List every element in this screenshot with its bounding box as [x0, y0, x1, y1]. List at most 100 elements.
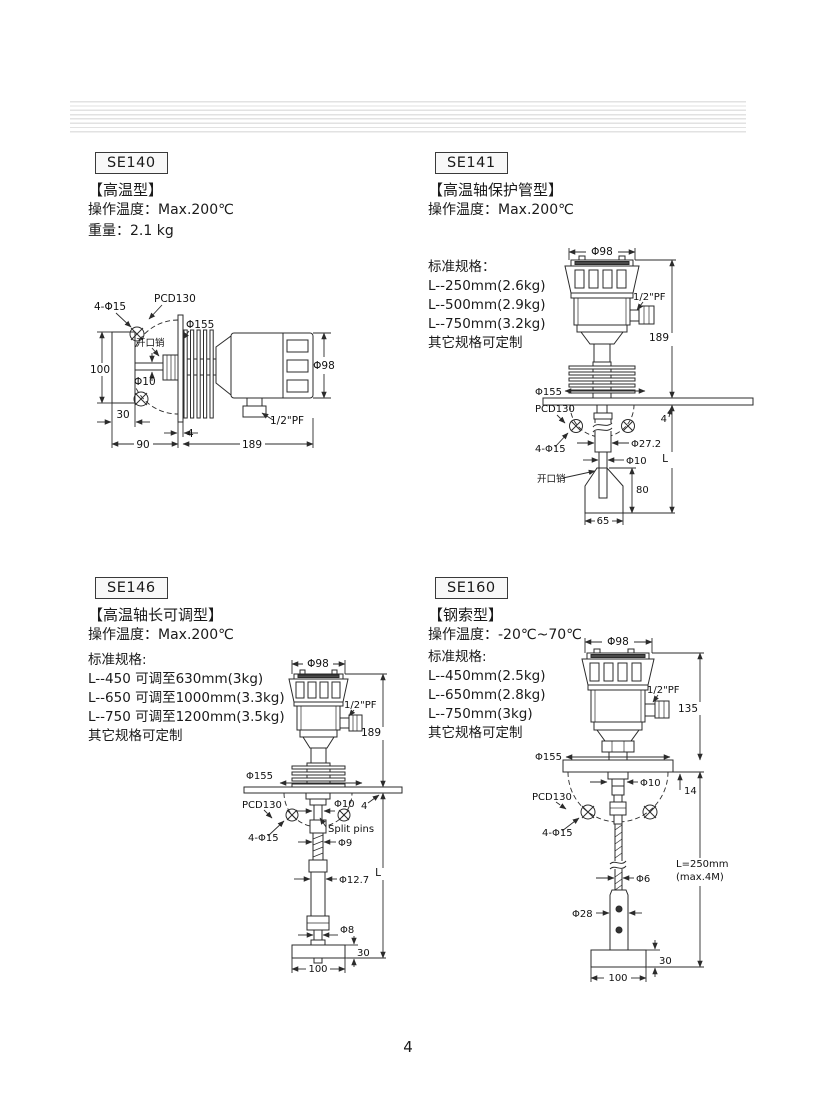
dim-label: Φ10: [640, 778, 661, 789]
dim-label: 4: [661, 414, 667, 425]
dim-shaft-dia: Φ10: [296, 799, 355, 814]
dim-conduit: 1/2"PF: [647, 685, 680, 703]
dim-label: 4: [361, 801, 367, 812]
dim-weight-dia: Φ28: [572, 909, 642, 920]
dim-label: 4: [187, 428, 194, 440]
dim-shaft-dia: Φ10: [583, 456, 647, 467]
dim-paddle-width: 100: [291, 958, 346, 975]
dim-label: Φ10: [334, 799, 355, 810]
dim-label: Φ155: [246, 771, 273, 782]
dim-label: Φ12.7: [339, 875, 369, 886]
dim-label: Φ6: [636, 874, 650, 885]
dim-label: Φ98: [591, 246, 613, 258]
dim-label: 开口销: [136, 337, 165, 349]
dim-label: 4-Φ15: [94, 301, 126, 313]
paddle: [111, 331, 136, 404]
dim-label: Split pins: [328, 824, 374, 835]
dim-body-length: 135: [652, 652, 704, 761]
dim-label: L: [375, 867, 381, 879]
dim-label: L: [662, 453, 668, 465]
model-badge-se146: SE146: [95, 577, 168, 599]
dim-label: 30: [116, 409, 129, 421]
se160-drawing: Φ98 1/2"PF: [532, 634, 729, 984]
model-badge-se141: SE141: [435, 152, 508, 174]
dim-paddle-width: 65: [584, 513, 624, 527]
bolt-hole-symbol: [129, 326, 149, 407]
dim-split-pin: 开口销: [537, 469, 596, 485]
spec-line: L--750mm(3.2kg): [428, 316, 546, 332]
se146-drawing: Φ98 1/2"PF 189: [242, 656, 403, 975]
dim-housing-dia: Φ98: [313, 332, 335, 399]
header-stripes: [70, 101, 746, 134]
type-label-se140: 【高温型】: [88, 181, 164, 199]
se140-drawing: 4-Φ15 PCD130 Φ155 开口销 Φ10 100: [90, 293, 335, 451]
cable-gland: [242, 397, 267, 418]
dim-label: 189: [242, 439, 262, 451]
dim-paddle-height: 100: [90, 331, 112, 404]
dim-body-length: 189: [182, 418, 314, 451]
spec-custom-note: 其它规格可定制: [428, 725, 523, 741]
dim-plate-thickness: 4: [661, 407, 673, 425]
dim-label: 80: [636, 485, 649, 496]
dim-flange-dia: Φ155: [535, 752, 671, 763]
dim-pcd: PCD130: [148, 293, 196, 320]
type-label-se146: 【高温轴长可调型】: [88, 606, 224, 624]
dim-bolt-holes: 4-Φ15: [248, 820, 285, 844]
temp-label-se160: 操作温度：-20℃~70℃: [428, 627, 582, 643]
counterweight: [609, 889, 629, 959]
dim-tube-dia: Φ12.7: [294, 875, 369, 886]
dim-label: 100: [90, 364, 110, 376]
model-badge-se160: SE160: [435, 577, 508, 599]
dim-pcd: PCD130: [532, 792, 572, 810]
dim-label: Φ155: [186, 319, 214, 331]
dim-label: 4-Φ15: [248, 833, 279, 844]
dim-label: 14: [684, 786, 697, 797]
paddle: [291, 944, 346, 964]
shaft-assembly: [305, 792, 331, 946]
dim-label: Φ155: [535, 752, 562, 763]
flange: [177, 314, 184, 423]
dim-label: 100: [608, 973, 627, 984]
spec-line: L--450 可调至630mm(3kg): [88, 671, 264, 687]
shaft-hub: [607, 771, 629, 787]
dim-shaft-dia: Φ10: [134, 353, 156, 388]
dim-label: 135: [678, 703, 698, 715]
dim-front-length: 90: [111, 439, 179, 451]
base-paddle: [590, 949, 647, 968]
dim-shaft-length: L: [347, 792, 386, 959]
dim-housing-dia: Φ98: [568, 244, 636, 260]
dim-bolt-holes: 4-Φ15: [94, 301, 132, 328]
dim-label: Φ98: [307, 658, 329, 670]
spec-line: L--500mm(2.9kg): [428, 297, 546, 313]
spec-title: 标准规格:: [428, 649, 487, 665]
dim-conduit: 1/2"PF: [261, 412, 304, 427]
spec-custom-note: 其它规格可定制: [428, 335, 523, 351]
dim-label: Φ8: [340, 925, 354, 936]
dim-pcd: PCD130: [242, 800, 282, 819]
cooling-fins: [568, 361, 636, 399]
dim-label: (max.4M): [676, 872, 724, 883]
dim-label: 65: [597, 516, 610, 527]
dim-body-length: 189: [635, 259, 676, 399]
cooling-fins: [182, 329, 217, 419]
spec-line: L--250mm(2.6kg): [428, 278, 546, 294]
cable-gland: [644, 700, 670, 719]
spec-block-se141: 标准规格： L--250mm(2.6kg) L--500mm(2.9kg) L-…: [428, 258, 628, 353]
dim-plate-thickness: 4: [361, 794, 380, 812]
dim-label: 189: [649, 332, 669, 344]
paddle: [584, 467, 624, 514]
dim-base-width: 100: [590, 967, 647, 984]
section-se140: SE140 【高温型】 操作温度：Max.200℃ 重量：2.1 kg: [88, 152, 234, 242]
dim-paddle-height: 30: [345, 936, 370, 967]
temp-label-se141: 操作温度：Max.200℃: [428, 202, 574, 218]
dim-thread-dia: Φ9: [298, 838, 352, 849]
mounting-plate: [562, 759, 674, 773]
dim-paddle-offset: 30: [97, 403, 150, 448]
dim-housing-dia: Φ98: [584, 634, 653, 653]
type-label-se160: 【钢索型】: [428, 606, 504, 624]
housing: [581, 648, 655, 761]
dim-split-pin: 开口销: [136, 337, 165, 357]
temp-label-se146: 操作温度：Max.200℃: [88, 627, 234, 643]
spec-title: 标准规格:: [88, 652, 147, 668]
